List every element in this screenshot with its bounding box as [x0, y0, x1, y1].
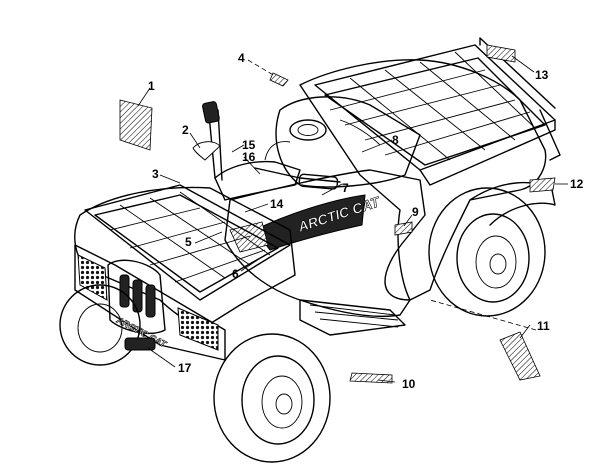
callout-4: 4: [238, 51, 245, 65]
callout-17: 17: [178, 361, 192, 375]
front-fender: [74, 186, 296, 331]
body-tank: [275, 96, 421, 188]
decal-11: [499, 331, 541, 381]
callout-16: 16: [242, 150, 256, 164]
front-rack: [84, 184, 291, 301]
side-panel: ARCTIC CAT: [224, 169, 426, 318]
callout-13: 13: [535, 68, 549, 82]
decal-4: [269, 72, 289, 87]
decal-13: [486, 44, 516, 63]
callout-15: 15: [242, 138, 256, 152]
decal-2: [192, 141, 221, 161]
decal-1: [119, 99, 153, 151]
callout-14: 14: [270, 197, 284, 211]
decal-12: [529, 177, 556, 193]
rear-right-wheel: [428, 187, 546, 317]
front-right-wheel: [213, 333, 331, 463]
callout-1: 1: [148, 79, 155, 93]
callout-10: 10: [402, 377, 416, 391]
callout-7: 7: [342, 181, 349, 195]
callout-numbers: 1 2 3 4 5 6 7 8 9 10 11 12 13 14 15 16 1…: [148, 51, 584, 391]
decal-9: [394, 221, 413, 236]
handlebar: [202, 101, 341, 201]
front-left-wheel: [59, 284, 141, 366]
footwell: [299, 299, 406, 336]
leader-lines: [137, 55, 568, 383]
callout-6: 6: [232, 267, 239, 281]
rear-rack: [314, 37, 561, 186]
callout-9: 9: [412, 205, 419, 219]
decal-10: [349, 372, 393, 384]
front-tow-bracket: [124, 337, 156, 351]
fuel-cap: [289, 119, 327, 141]
callout-11: 11: [537, 319, 550, 333]
callout-8: 8: [392, 133, 399, 147]
callout-2: 2: [182, 123, 189, 137]
callout-5: 5: [185, 235, 192, 249]
callout-12: 12: [570, 177, 584, 191]
callout-3: 3: [152, 167, 159, 181]
